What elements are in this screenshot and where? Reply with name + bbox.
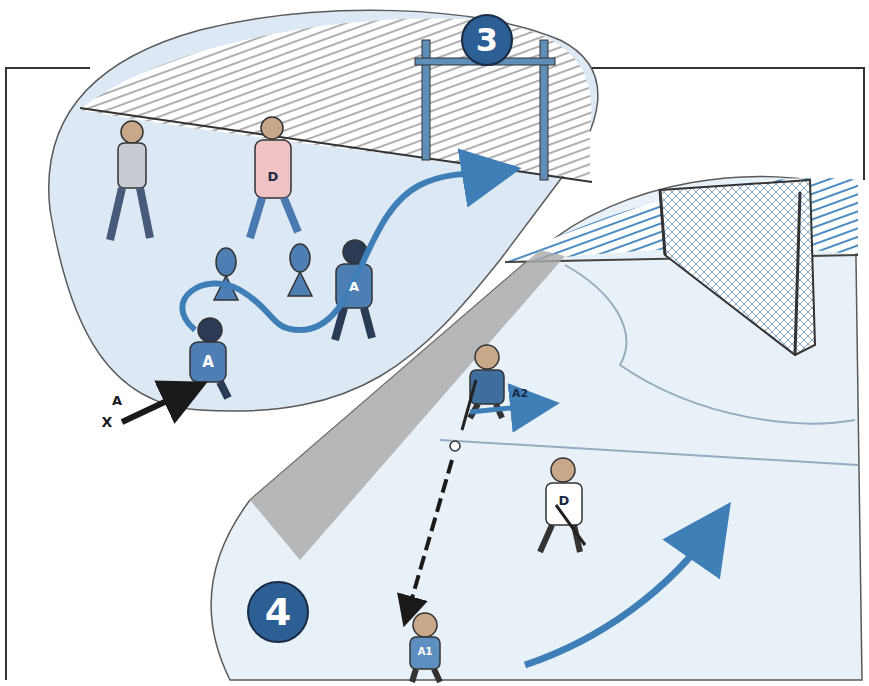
player-label: A1 — [418, 647, 433, 657]
player-letter: A — [349, 280, 359, 293]
player-letter: D — [268, 170, 279, 183]
player-label: A2 — [512, 388, 528, 399]
player-letter: A — [202, 355, 214, 370]
player-letter: D — [559, 494, 570, 507]
callout-number: 4 — [265, 593, 291, 631]
start-marker-letter: A — [112, 394, 122, 407]
start-marker: X — [102, 415, 113, 429]
callout-number: 3 — [476, 24, 498, 56]
